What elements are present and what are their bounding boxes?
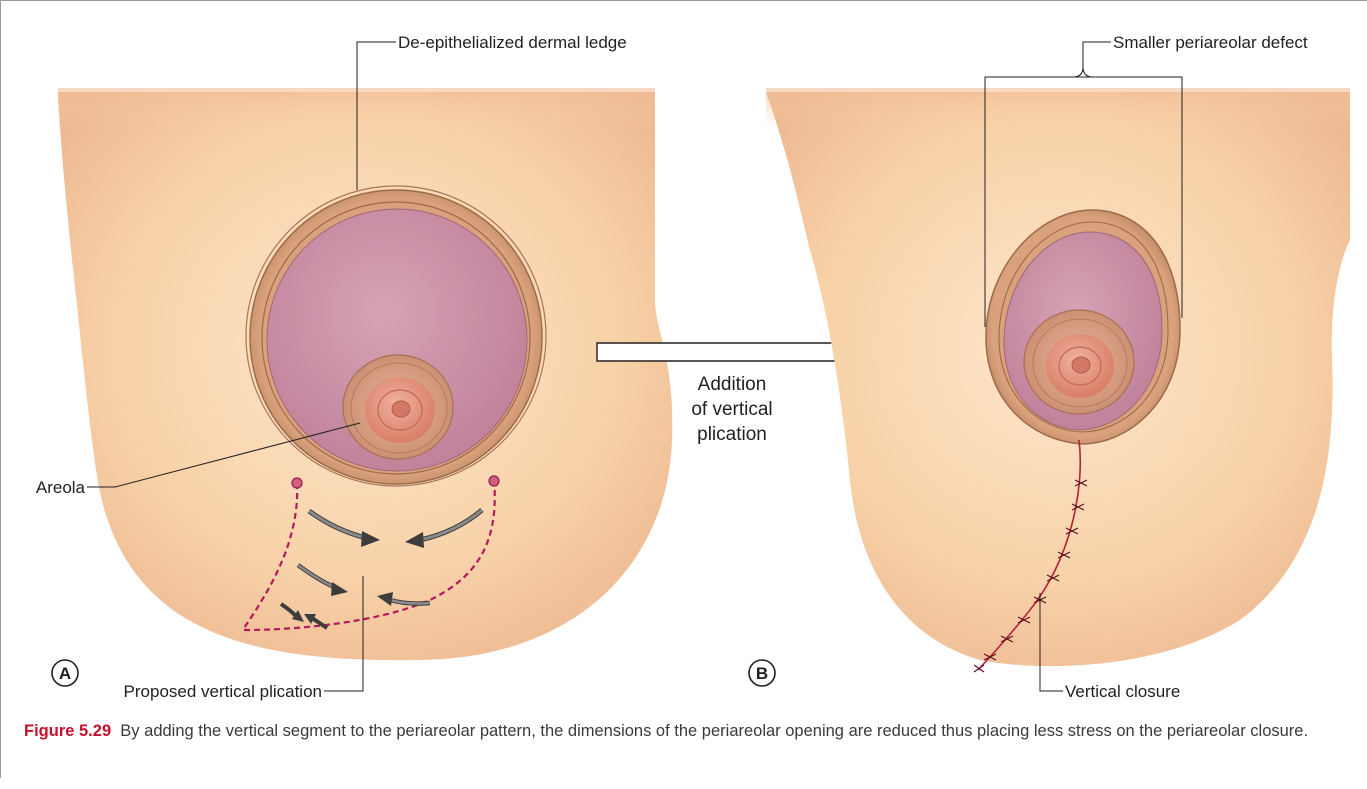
label-transition-line-2: of vertical [691, 399, 772, 420]
figure-number: Figure 5.29 [24, 722, 111, 740]
label-transition-line-3: plication [697, 424, 767, 445]
label-proposed-plication: Proposed vertical plication [124, 682, 322, 701]
leader-smaller-defect [1083, 42, 1111, 67]
nipple-center-b [1072, 357, 1090, 373]
bracket-brace [1073, 67, 1093, 77]
figure-caption-text: By adding the vertical segment to the pe… [120, 722, 1308, 740]
plication-point-right [489, 476, 499, 486]
plication-point-left [292, 478, 302, 488]
nipple-center-a [392, 401, 410, 417]
label-areola: Areola [36, 478, 86, 497]
label-transition-line-1: Addition [698, 374, 767, 395]
panel-b-letter: B [756, 664, 768, 683]
breast-b-top-shadow [766, 88, 1350, 128]
label-smaller-defect: Smaller periareolar defect [1113, 33, 1308, 52]
panel-b [749, 42, 1350, 691]
label-vertical-closure: Vertical closure [1065, 682, 1180, 701]
panel-a [52, 42, 672, 691]
figure-caption: Figure 5.29 By adding the vertical segme… [24, 719, 1344, 743]
panel-a-letter: A [59, 664, 71, 683]
label-dermal-ledge: De-epithelialized dermal ledge [398, 33, 627, 52]
